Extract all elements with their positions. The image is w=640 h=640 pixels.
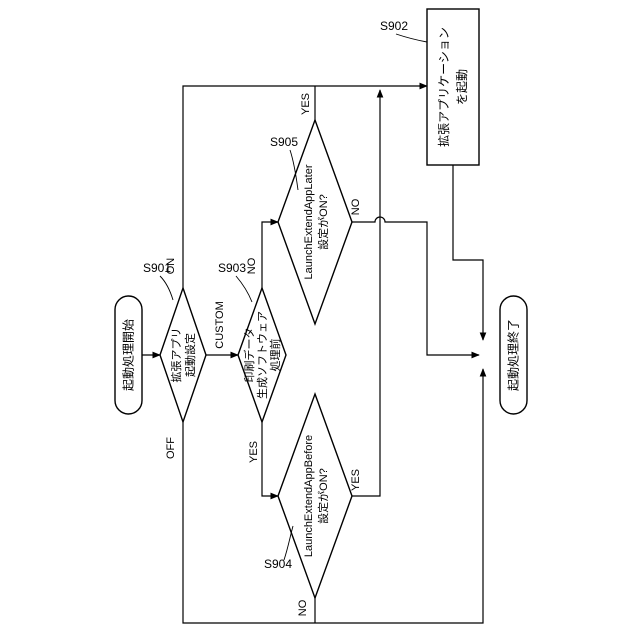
process-s902: 拡張アプリケーション を起動 xyxy=(427,9,479,165)
edge-s905-no xyxy=(352,217,479,355)
edge-s904-yes xyxy=(352,90,380,496)
decision-s905: LaunchExtendAppLater 設定がON? xyxy=(278,120,352,324)
decision-s903-line1: 印刷データ xyxy=(242,328,256,383)
edge-label-no-s903: NO xyxy=(246,257,258,274)
edge-label-on: ON xyxy=(165,258,177,275)
terminal-end-label: 起動処理終了 xyxy=(506,319,521,391)
step-label-s904: S904 xyxy=(264,557,292,571)
edge-s903-yes xyxy=(262,422,278,496)
decision-s905-line2: 設定がON? xyxy=(316,194,330,250)
decision-s901: 拡張アプリ 起動設定 xyxy=(160,288,206,422)
step-label-s902: S902 xyxy=(380,19,408,33)
process-s902-line2: を起動 xyxy=(455,69,469,105)
decision-s901-line1: 拡張アプリ xyxy=(169,328,183,383)
step-label-s905: S905 xyxy=(270,135,298,149)
edge-s902-to-end xyxy=(453,165,483,340)
leader-s904 xyxy=(284,526,293,560)
edge-label-no-s904: NO xyxy=(297,599,309,616)
decision-s903-line3: 処理前 xyxy=(268,339,282,372)
edge-label-yes-s905: YES xyxy=(300,93,312,115)
leader-s902 xyxy=(396,34,427,42)
leader-s901 xyxy=(160,276,173,300)
terminal-start: 起動処理開始 xyxy=(115,296,142,414)
terminal-start-label: 起動処理開始 xyxy=(122,319,136,391)
decision-s903-line2: 生成ソフトウェア xyxy=(255,311,269,399)
decision-s904-line2: 設定がON? xyxy=(316,468,330,524)
step-label-s903: S903 xyxy=(218,261,246,275)
process-s902-line1: 拡張アプリケーション xyxy=(437,27,451,147)
decision-s903: 印刷データ 生成ソフトウェア 処理前 xyxy=(238,288,286,422)
decision-s901-line2: 起動設定 xyxy=(183,333,197,377)
edge-label-off: OFF xyxy=(165,437,177,459)
edge-label-yes-s903: YES xyxy=(248,441,260,463)
leader-s903 xyxy=(236,276,252,302)
edge-label-yes-s904: YES xyxy=(350,469,362,491)
edge-label-custom: CUSTOM xyxy=(214,301,226,348)
edge-s903-no xyxy=(262,222,278,288)
decision-s905-line1: LaunchExtendAppLater xyxy=(303,164,315,279)
edge-label-no-s905: NO xyxy=(350,198,362,215)
terminal-end: 起動処理終了 xyxy=(500,296,527,414)
decision-s904-line1: LaunchExtendAppBefore xyxy=(303,435,315,557)
